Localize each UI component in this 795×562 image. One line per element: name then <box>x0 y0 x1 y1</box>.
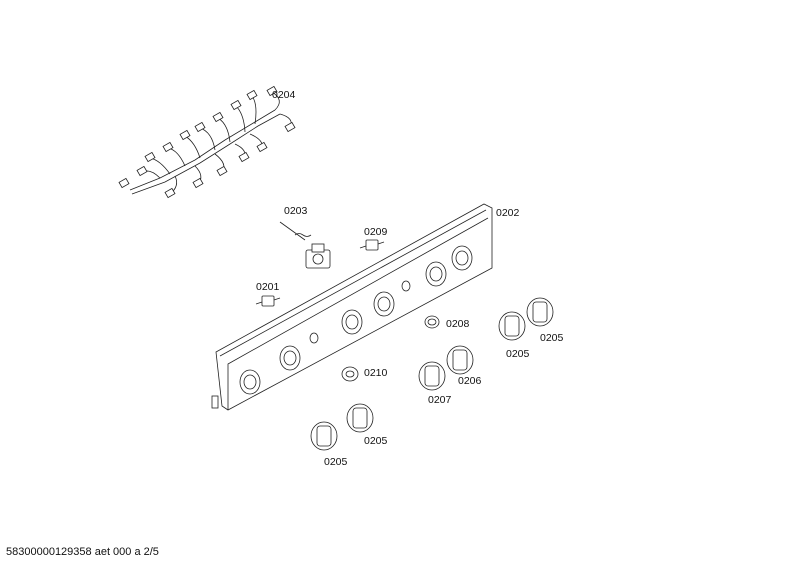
panel-knob-holes <box>239 245 473 395</box>
label-small-knob: 0210 <box>364 367 388 379</box>
label-knob-far-right-b: 0205 <box>540 332 564 344</box>
document-reference: 58300000129358 aet 000 a 2/5 <box>6 546 159 558</box>
label-panel: 0202 <box>496 207 520 219</box>
label-knob-mid-left: 0207 <box>428 394 452 406</box>
knob-mid-left <box>418 361 446 391</box>
knob-mid <box>446 345 474 375</box>
label-switch-left: 0201 <box>256 281 280 293</box>
thermostat <box>279 221 331 269</box>
label-knob-far-right-a: 0205 <box>506 348 530 360</box>
label-switch-right: 0209 <box>364 226 388 238</box>
label-knob-left-b: 0205 <box>364 435 388 447</box>
switch-left <box>255 295 281 307</box>
wiring-harness <box>118 85 296 199</box>
switch-right <box>359 239 385 251</box>
knob-left-b <box>346 403 374 433</box>
label-indicator-lamp: 0208 <box>446 318 470 330</box>
small-knob <box>341 366 359 382</box>
control-panel <box>211 203 493 411</box>
knob-left-a <box>310 421 338 451</box>
label-thermostat: 0203 <box>284 205 308 217</box>
control-knobs <box>310 297 554 451</box>
label-harness: 0204 <box>272 89 296 101</box>
indicator-lamp <box>424 315 440 329</box>
label-knob-mid: 0206 <box>458 375 482 387</box>
label-knob-left-a: 0205 <box>324 456 348 468</box>
knob-far-right-a <box>498 311 526 341</box>
knob-far-right-b <box>526 297 554 327</box>
